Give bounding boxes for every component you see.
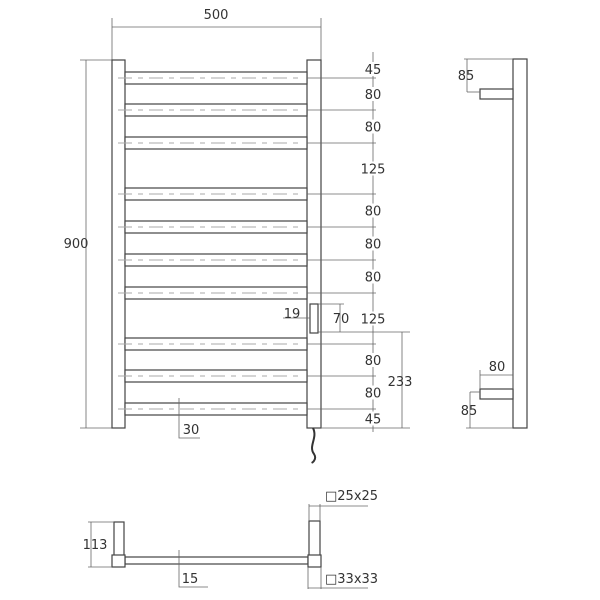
spacing-label: 80: [365, 88, 382, 103]
spacing-label: 80: [365, 271, 382, 286]
label-background: [358, 62, 388, 76]
spacing-label: 125: [361, 163, 386, 178]
height-label: 900: [64, 237, 89, 252]
spacing-label: 80: [365, 121, 382, 136]
spacing-labels: 45 80 80 125 80 80 80 125 80 80 45: [358, 62, 388, 428]
spacing-label: 80: [365, 205, 382, 220]
left-post: [111, 59, 126, 429]
label-background: [358, 311, 388, 326]
label-background: [358, 385, 388, 400]
bottom-height-label: 113: [83, 538, 108, 553]
left-post-section: [111, 554, 126, 568]
label-background: [358, 269, 388, 284]
post-profile-label: □33x33: [325, 572, 378, 587]
label-background: [358, 353, 388, 367]
right-post-top: [308, 520, 321, 557]
spacing-label: 125: [361, 313, 386, 328]
spacing-label: 80: [365, 238, 382, 253]
bracket-from-bottom-label: 233: [388, 375, 413, 390]
right-post-section: [307, 554, 322, 568]
rails: [118, 71, 376, 416]
label-background: [358, 411, 388, 426]
spacing-label: 45: [365, 63, 382, 78]
bottom-view: 113 15 □25x25 □33x33: [83, 489, 378, 589]
wall-bracket: [309, 303, 319, 334]
left-post-top: [113, 521, 125, 557]
label-background: [358, 119, 388, 134]
bracket-width-label: 19: [284, 307, 301, 322]
rail-size-label: 15: [182, 572, 199, 587]
front-view: 500 900 45 80 80 125 80 80 80 125 80 80 45 19 70 2…: [64, 8, 413, 464]
label-background: [358, 87, 388, 101]
label-background: [358, 236, 388, 251]
bracket-height-label: 70: [333, 312, 350, 327]
top-offset-label: 85: [458, 69, 475, 84]
right-post: [306, 59, 322, 429]
spacing-label: 80: [365, 354, 382, 369]
bottom-bracket: [479, 388, 514, 400]
width-label: 500: [204, 8, 229, 23]
rail-offset-label: 30: [183, 423, 200, 438]
side-view: 85 80 85: [458, 58, 528, 429]
side-post: [512, 58, 528, 429]
depth-label: 80: [489, 360, 506, 375]
rail-profile-label: □25x25: [325, 489, 378, 504]
bottom-offset-label: 85: [461, 404, 478, 419]
bottom-rail: [124, 556, 309, 565]
power-cable: [311, 427, 317, 464]
label-background: [358, 161, 388, 176]
top-bracket: [479, 88, 514, 100]
spacing-label: 80: [365, 387, 382, 402]
label-background: [358, 203, 388, 218]
spacing-label: 45: [365, 413, 382, 428]
